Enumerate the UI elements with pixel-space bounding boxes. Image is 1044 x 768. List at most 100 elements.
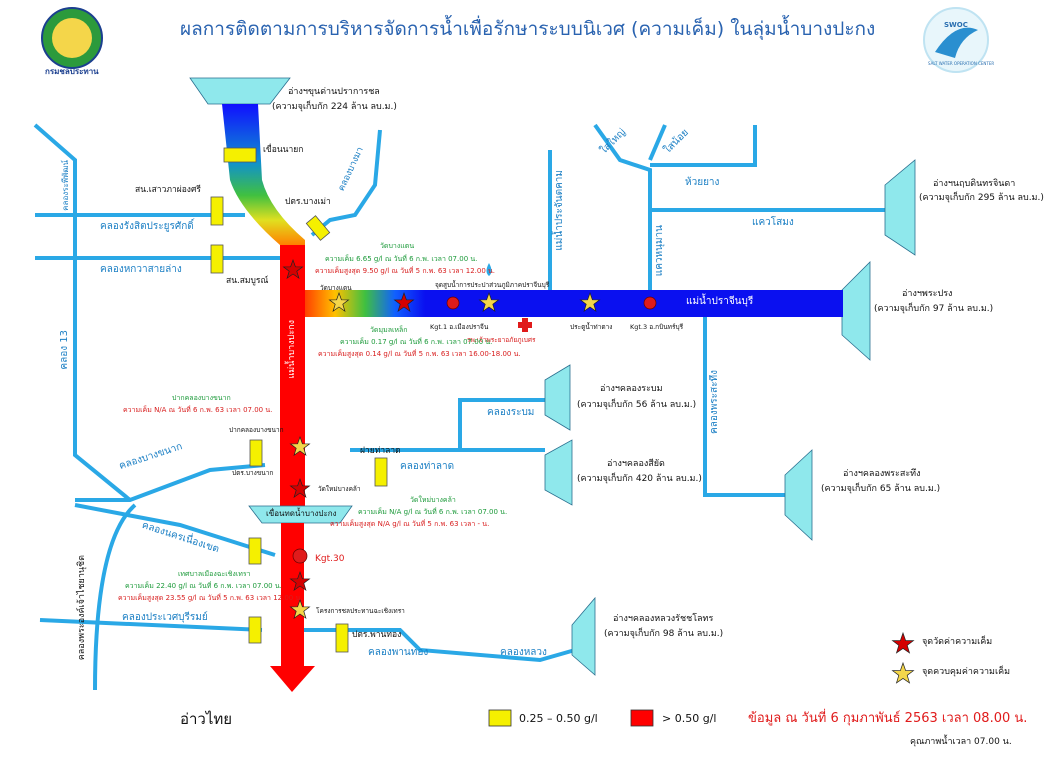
gate-phanthong <box>335 623 349 653</box>
reservoir-rabom-capacity: (ความจุเก็บกัก 56 ล้าน ลบ.ม.) <box>577 400 697 410</box>
reading-wat-bangtaen-name: วัดบางแตน <box>380 242 415 250</box>
legend-measure-label: จุดวัดค่าความเค็ม <box>922 637 993 647</box>
star-yellow <box>478 291 500 312</box>
reading-wat-bangtaen-now: ความเค็ม 6.65 g/l ณ วันที่ 6 ก.พ. เวลา 0… <box>325 255 478 263</box>
reading-chachoengsao-name: เทศบาลเมืองฉะเชิงเทรา <box>178 570 251 578</box>
channel-hokwa-label: คลองหกวาสายล่าง <box>100 264 182 275</box>
sea-label: อ่าวไทย <box>180 710 233 728</box>
reservoir-luang <box>571 596 596 676</box>
rid-logo-inner <box>52 18 92 58</box>
reservoir-siyat-name: อ่างฯคลองสียัด <box>607 459 665 469</box>
river-prachinburi-label: แม่น้ำปราจีนบุรี <box>686 296 754 307</box>
reading-wat-mueang-lek-now: ความเค็ม 0.17 g/l ณ วันที่ 6 ก.พ. เวลา 0… <box>340 338 493 346</box>
station-bangma: ปตร.บางเม่า <box>285 197 331 207</box>
reading-wat-bangtaen-max: ความเค็มสูงสุด 9.50 g/l ณ วันที่ 5 ก.พ. … <box>315 267 496 275</box>
station-hospital: รพ.เจ้าพระยาอภัยภูเบศร <box>467 336 536 344</box>
station-nakhonnayok-dam: เขื่อนนายก <box>263 145 304 155</box>
channel-luang-label: คลองหลวง <box>500 647 547 658</box>
channels <box>33 123 890 691</box>
gate-nakhonnueangkhet <box>248 537 262 565</box>
reservoir-khundan <box>189 77 291 105</box>
khlong13-line <box>33 123 132 502</box>
station-phanthong-gate: ปตร.พานทอง <box>352 630 402 640</box>
channel-khlong13-label: คลอง 13 <box>59 330 70 370</box>
channel-prachantakham-label: แม่น้ำประจันตคาม <box>554 170 565 251</box>
gates <box>210 147 388 653</box>
circle-kgt3 <box>643 296 657 310</box>
star-red <box>289 477 311 498</box>
river-bangpakong-label: แม่น้ำบางปะกง <box>287 320 297 379</box>
station-kgt3: Kgt.3 อ.กบินทร์บุรี <box>630 323 684 331</box>
station-fai-thalat: ฝายท่าลาด <box>360 446 401 456</box>
reading-wat-mueang-lek-name: วัดมุมลเหล็ก <box>370 326 408 334</box>
station-saowapha: สน.เสาวภาผ่องศรี <box>135 185 201 195</box>
channel-rapiphat-label: คลองระพีพัฒน์ <box>61 160 70 211</box>
star-red <box>282 258 304 279</box>
reservoir-naruebodin <box>884 159 916 256</box>
reservoir-rabom <box>544 364 571 431</box>
station-chachoengsao-project: โครงการชลประทานฉะเชิงเทรา <box>316 607 405 615</box>
stars <box>282 258 915 684</box>
legend-star-red <box>891 631 915 654</box>
reading-wat-mai-now: ความเค็ม N/A g/l ณ วันที่ 6 ก.พ. เวลา 07… <box>358 508 508 516</box>
nakhonnueangkhet-line <box>74 503 276 557</box>
channel-phanthong-label: คลองพานทอง <box>368 647 429 658</box>
circle-kgt30 <box>292 548 308 564</box>
legend-control-label: จุดควบคุมค่าความเค็ม <box>922 667 1011 677</box>
reading-wat-mueang-lek-max: ความเค็มสูงสุด 0.14 g/l ณ วันที่ 5 ก.พ. … <box>318 350 521 358</box>
channel-phrasathueng-label: คลองพระสะทึง <box>709 370 720 434</box>
swoc-wave <box>935 27 978 58</box>
river-east-blue <box>425 290 843 317</box>
rid-logo-text: กรมชลประทาน <box>45 67 99 76</box>
station-bangkhanak-gate: ปตร.บางขนาก <box>232 469 274 477</box>
legend-yellow-box <box>488 709 512 727</box>
hospital-icon <box>518 318 532 332</box>
sai-noi-line <box>648 124 667 161</box>
reservoir-phrasathueng <box>784 449 813 541</box>
gate-thalat <box>374 457 388 487</box>
reservoir-naruebodin-name: อ่างฯนฤบดินทรจินดา <box>933 179 1016 189</box>
gate-saowapha <box>210 196 224 226</box>
gate-nakhonnayok <box>223 147 257 163</box>
legend-star-yellow <box>891 661 915 684</box>
reservoir-phraprong-capacity: (ความจุเก็บกัก 97 ล้าน ลบ.ม.) <box>874 304 994 314</box>
footer-quality: คุณภาพน้ำเวลา 07.00 น. <box>910 737 1012 747</box>
page-title: ผลการติดตามการบริหารจัดการน้ำเพื่อรักษาร… <box>180 18 876 40</box>
circle-kgt1 <box>446 296 460 310</box>
reservoir-phrasathueng-capacity: (ความจุเก็บกัก 65 ล้าน ลบ.ม.) <box>821 484 941 494</box>
reading-pak-bangkhanak-now: ความเค็ม N/A ณ วันที่ 6 ก.พ. 63 เวลา 07.… <box>123 406 273 414</box>
dam-bangpakong-label: เขื่อนทดน้ำบางปะกง <box>266 509 337 518</box>
prawet-line <box>39 618 263 632</box>
swoc-logo-text: SWOC <box>944 21 968 29</box>
reservoir-khundan-capacity: (ความจุเก็บกัก 224 ล้าน ลบ.ม.) <box>272 102 397 112</box>
legend-yellow-label: 0.25 – 0.50 g/l <box>519 712 598 725</box>
reading-chachoengsao-now: ความเค็ม 22.40 g/l ณ วันที่ 6 ก.พ. เวลา … <box>125 582 282 590</box>
channel-huai-yang-label: ห้วยยาง <box>685 177 720 188</box>
phrasathueng-line <box>703 310 790 497</box>
reservoir-luang-capacity: (ความจุเก็บกัก 98 ล้าน ลบ.ม.) <box>604 629 724 639</box>
reading-wat-mai-name: วัดใหม่บางคล้า <box>410 496 456 504</box>
reservoir-khundan-name: อ่างฯขุนด่านปราการชล <box>288 87 380 97</box>
legend-red-box <box>630 709 654 727</box>
footer-date: ข้อมูล ณ วันที่ 6 กุมภาพันธ์ 2563 เวลา 0… <box>748 711 1028 726</box>
reservoir-phraprong-name: อ่างฯพระปรง <box>902 289 953 299</box>
star-red <box>393 291 415 312</box>
gate-somboon <box>210 244 224 274</box>
gate-prawet <box>248 616 262 644</box>
sai-yai-line <box>593 123 652 290</box>
star-yellow <box>289 598 311 619</box>
star-red <box>289 570 311 591</box>
station-kgt30: Kgt.30 <box>315 554 345 564</box>
dam-bangpakong <box>248 505 353 524</box>
channel-rangsit-label: คลองรังสิตประยูรศักดิ์ <box>100 221 194 232</box>
gate-bangkhanak <box>249 439 263 467</box>
reservoir-phrasathueng-name: อ่างฯคลองพระสะทึง <box>843 469 921 479</box>
reservoir-naruebodin-capacity: (ความจุเก็บกัก 295 ล้าน ลบ.ม.) <box>919 193 1044 203</box>
bangma-line <box>310 129 382 237</box>
river-arrow <box>270 666 315 692</box>
channel-rabom-label: คลองระบม <box>487 407 535 418</box>
reading-wat-mai-max: ความเค็มสูงสุด N/A g/l ณ วันที่ 5 ก.พ. 6… <box>330 520 490 528</box>
huai-top-line <box>650 125 757 167</box>
star-yellow <box>579 291 601 312</box>
